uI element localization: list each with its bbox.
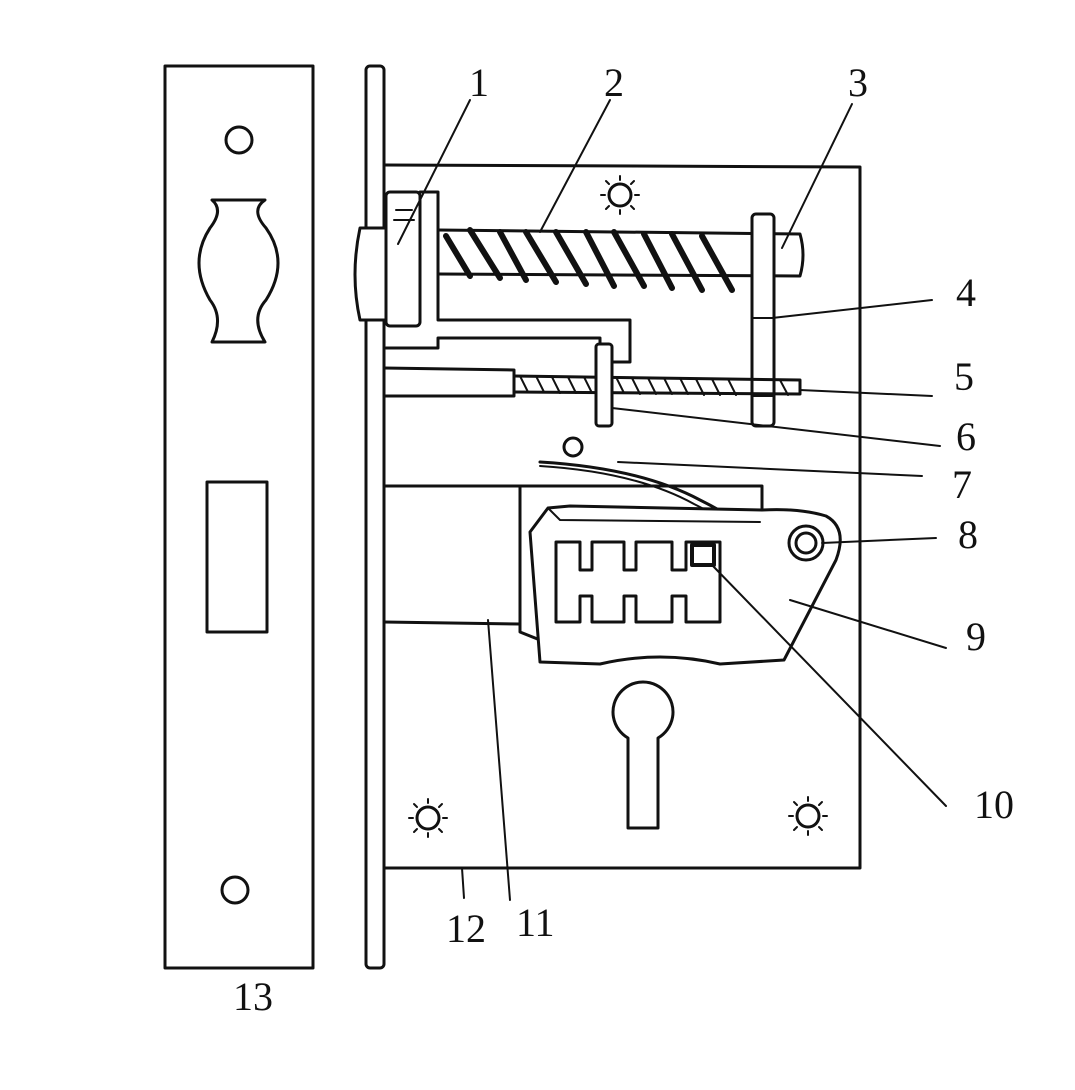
strike-screw-hole-top: [224, 125, 254, 155]
tumbler-stump: [690, 543, 716, 567]
strike-bolt-opening: [205, 480, 269, 634]
latch-bolt: [353, 190, 632, 364]
lock-case: [382, 163, 862, 870]
spring-rod: [512, 374, 802, 396]
pivot-pin: [794, 531, 818, 555]
label-13: 13: [233, 974, 273, 1019]
leader-6: [611, 407, 941, 447]
part-labels: 1 2 3 4 5 6 7 8 9 10 11 12 13: [233, 60, 1014, 1019]
strike-latch-opening: [197, 198, 280, 344]
label-9: 9: [966, 614, 986, 659]
leader-2: [539, 99, 611, 233]
bolt-block: [518, 488, 542, 642]
slide-block: [594, 342, 614, 428]
label-6: 6: [956, 414, 976, 459]
leader-8: [821, 537, 937, 544]
label-4: 4: [956, 270, 976, 315]
strike-plate: [163, 64, 315, 970]
leader-4: [771, 299, 933, 319]
leader-11: [487, 619, 511, 901]
label-2: 2: [604, 60, 624, 105]
strike-screw-hole-bottom: [220, 875, 250, 905]
face-plate: [364, 64, 386, 970]
case-screw-bottom-left: [408, 798, 448, 838]
label-11: 11: [516, 900, 555, 945]
leader-10: [711, 564, 947, 807]
label-1: 1: [469, 60, 489, 105]
guide-rod: [436, 228, 805, 278]
leader-9: [789, 599, 947, 649]
leader-5: [799, 389, 933, 397]
label-12: 12: [446, 906, 486, 951]
label-5: 5: [954, 354, 974, 399]
leader-12: [461, 867, 465, 899]
keyhole: [611, 680, 675, 830]
case-screw-top: [600, 175, 640, 215]
label-10: 10: [974, 782, 1014, 827]
main-spring: [443, 227, 735, 293]
label-7: 7: [952, 462, 972, 507]
leader-1: [397, 99, 471, 245]
label-3: 3: [848, 60, 868, 105]
tumbler: [528, 504, 842, 666]
leader-7: [617, 461, 923, 477]
leader-3: [781, 103, 853, 249]
label-8: 8: [958, 512, 978, 557]
deadbolt: [382, 366, 516, 398]
pin: [562, 436, 584, 458]
tumbler-gating: [554, 540, 722, 624]
case-screw-bottom-right: [788, 796, 828, 836]
leader-lines: [397, 99, 947, 901]
